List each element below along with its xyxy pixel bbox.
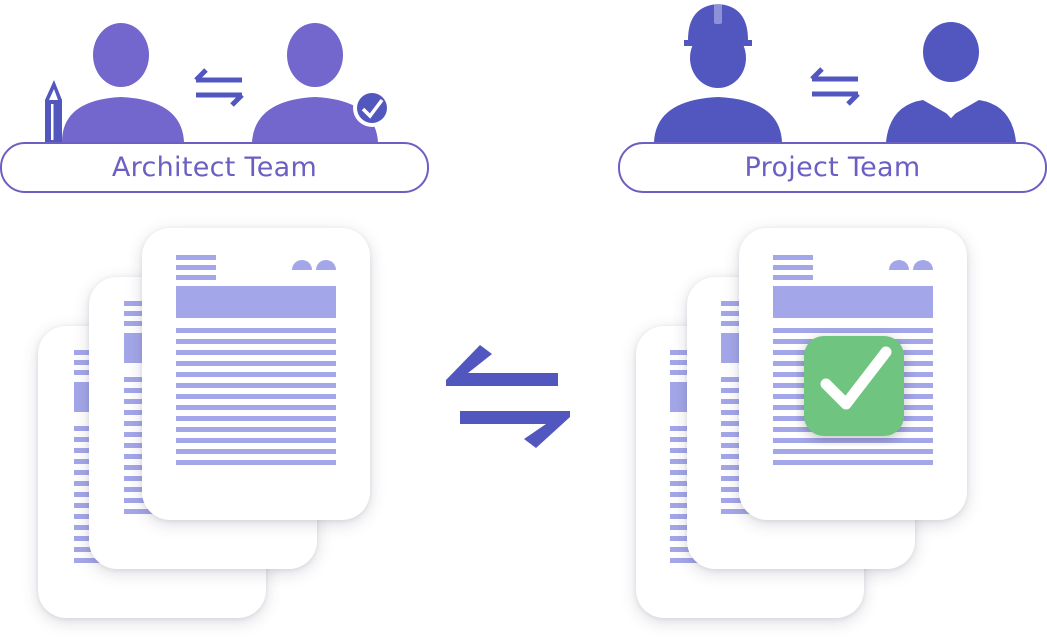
pencil-icon [45,80,62,142]
document-exchange-arrows-icon [446,345,570,448]
hardhat-person-icon [654,2,782,142]
project-team-icons [654,2,1016,142]
approver-person-icon [252,23,378,142]
document-lines [176,255,336,465]
check-badge-icon [353,89,391,127]
architect-person-icon [62,23,184,142]
approved-check-icon [804,336,904,436]
collar-person-icon [886,22,1016,142]
swap-arrows-icon [194,68,244,107]
architect-team-icons [45,23,391,142]
swap-arrows-icon [810,67,860,106]
document-card-front [142,228,370,520]
architect-team-label: Architect Team [0,142,429,193]
project-team-label: Project Team [618,142,1047,193]
